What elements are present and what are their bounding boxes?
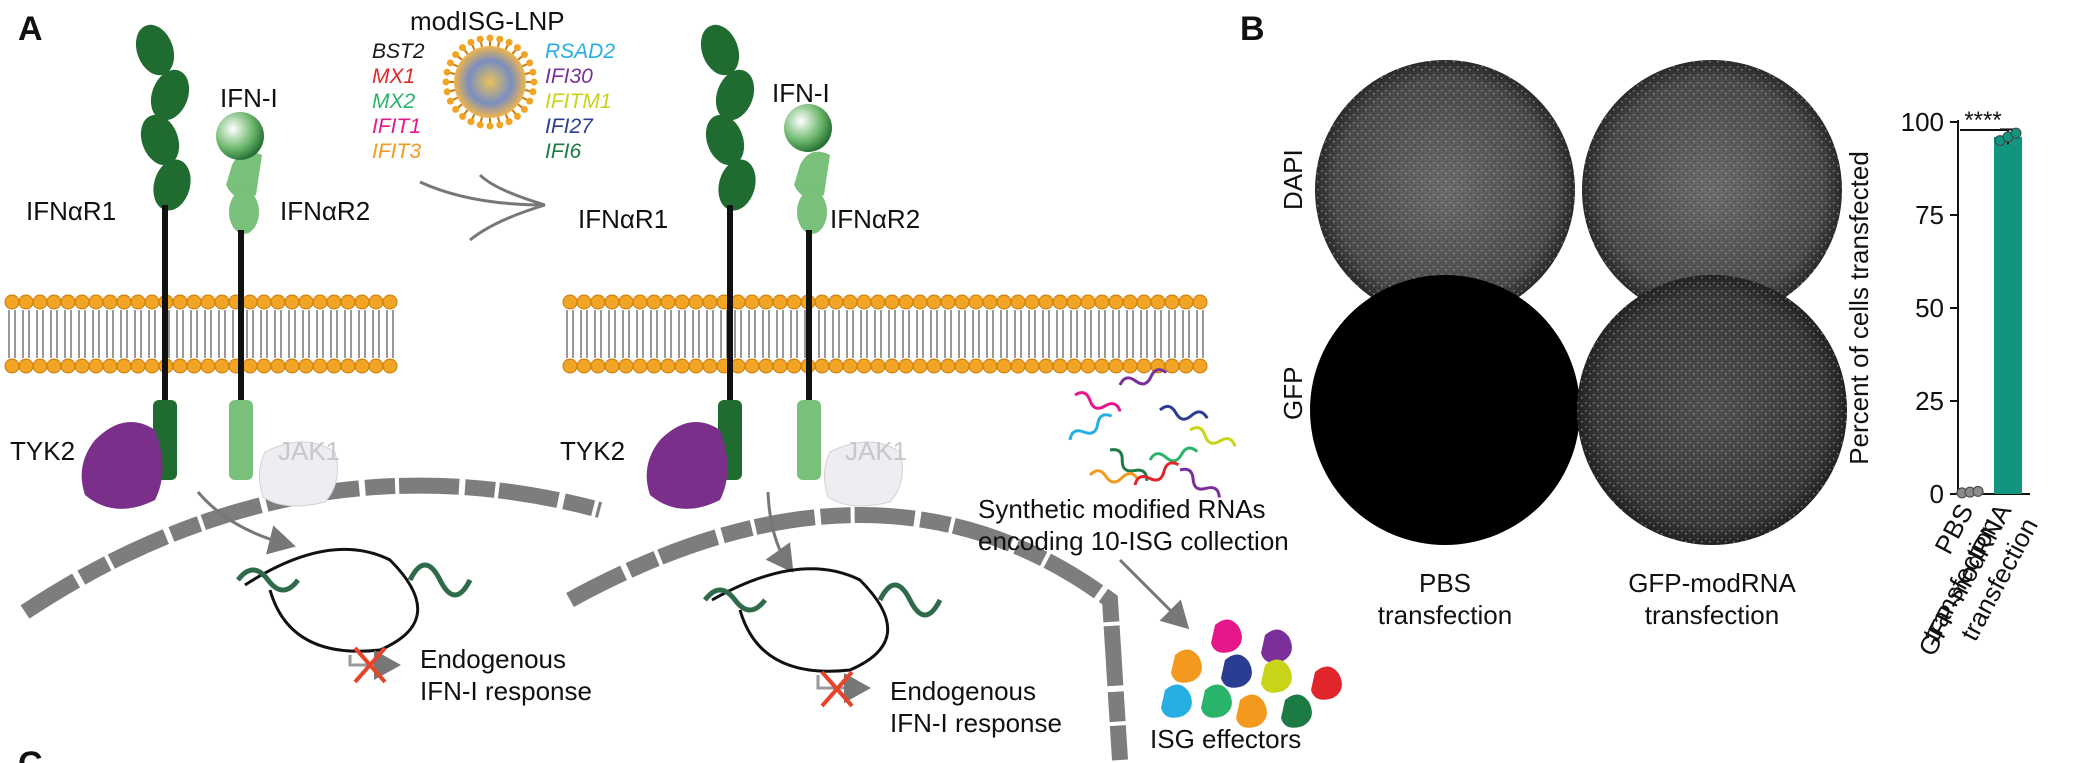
ifn-i-ligand-left xyxy=(216,112,264,160)
jak1-kinase-left xyxy=(259,441,338,507)
receptor-complex-left xyxy=(81,24,338,509)
y-tick-label: 100 xyxy=(1901,107,1944,137)
panel-a-letter: A xyxy=(18,10,43,48)
isg-name: MX2 xyxy=(372,90,416,113)
response-line2-right: IFN-I response xyxy=(890,708,1062,738)
isg-effectors-label: ISG effectors xyxy=(1150,724,1301,754)
tyk2-kinase-left xyxy=(81,422,163,509)
ifnar1-receptor-left xyxy=(135,24,191,480)
synthetic-line2: encoding 10-ISG collection xyxy=(978,526,1289,556)
row-label-gfp: GFP xyxy=(1278,367,1308,420)
significance-label: **** xyxy=(1964,107,2001,134)
membrane-right xyxy=(562,294,1208,374)
bars xyxy=(1956,127,2022,499)
isg-name: IFI6 xyxy=(545,140,581,163)
micrograph-gfp-pbs xyxy=(1310,275,1580,545)
tyk2-label-left: TYK2 xyxy=(10,436,75,466)
isg-name: IFIT1 xyxy=(372,115,421,138)
data-point xyxy=(1972,485,1984,497)
ifnar2-label-left: IFNαR2 xyxy=(280,196,370,226)
blocked-transcription-left xyxy=(348,646,401,684)
ifnar1-receptor-right xyxy=(700,24,756,480)
y-tick-label: 0 xyxy=(1930,479,1944,509)
y-axis-label: Percent of cells transfected xyxy=(1844,151,1874,465)
y-tick-label: 50 xyxy=(1915,293,1944,323)
nuclear-envelope-right xyxy=(566,507,1128,761)
isg-name: MX1 xyxy=(372,65,415,88)
receptor-complex-right xyxy=(646,24,903,509)
transfection-bar-chart: 0 25 50 75 100 PBStransfectionGFP-modRNAtran… xyxy=(1844,107,2044,661)
y-ticks: 0 25 50 75 100 xyxy=(1901,107,1958,509)
ifnar2-label-right: IFNαR2 xyxy=(830,204,920,234)
row-label-dapi: DAPI xyxy=(1278,149,1308,210)
signal-arrow-right xyxy=(765,491,794,573)
transition-arrow xyxy=(419,173,546,242)
jak1-label-right: JAK1 xyxy=(845,436,907,466)
bar xyxy=(1994,136,2022,494)
panel-a: A xyxy=(4,6,1342,763)
y-tick-label: 75 xyxy=(1915,200,1944,230)
data-point xyxy=(2010,127,2022,139)
isg-name: IFI30 xyxy=(545,65,593,88)
ifn-i-label-left: IFN-I xyxy=(220,83,278,113)
tyk2-kinase-right xyxy=(646,422,728,509)
blocked-transcription-right xyxy=(816,670,871,708)
isg-name: BST2 xyxy=(372,40,425,63)
response-line2-left: IFN-I response xyxy=(420,676,592,706)
modrna-strands-icon xyxy=(1068,368,1237,498)
micrograph-dapi-gfp-modrna xyxy=(1582,60,1842,320)
jak1-label-left: JAK1 xyxy=(278,436,340,466)
panel-c-letter: C xyxy=(18,745,43,763)
ifn-i-label-right: IFN-I xyxy=(772,78,830,108)
panel-b: B DAPI GFP PBS transfection GFP-modRNA t… xyxy=(1240,10,2044,661)
col-label-pbs-line2: transfection xyxy=(1378,600,1512,630)
ifnar1-label-left: IFNαR1 xyxy=(26,196,116,226)
panel-b-letter: B xyxy=(1240,10,1265,48)
micrograph-gfp-gfp-modrna xyxy=(1577,275,1847,545)
lnp-title: modISG-LNP xyxy=(410,6,565,36)
isg-name: IFI27 xyxy=(545,115,594,138)
signal-arrow-left xyxy=(196,491,296,555)
isg-name: IFITM1 xyxy=(545,90,612,113)
synthesis-arrow xyxy=(1118,558,1190,630)
isg-effectors-icon xyxy=(1161,619,1342,728)
tyk2-label-right: TYK2 xyxy=(560,436,625,466)
y-tick-label: 25 xyxy=(1915,386,1944,416)
dna-loop-right xyxy=(703,567,943,673)
isg-name: RSAD2 xyxy=(545,40,615,63)
ifnar1-label-right: IFNαR1 xyxy=(578,204,668,234)
response-line1-right: Endogenous xyxy=(890,676,1036,706)
ifnar2-receptor-left xyxy=(226,151,262,480)
isg-name: IFIT3 xyxy=(372,140,421,163)
dna-loop-left xyxy=(236,547,473,653)
response-line1-left: Endogenous xyxy=(420,644,566,674)
ifnar2-receptor-right xyxy=(794,151,830,480)
ifn-i-ligand-right xyxy=(784,104,832,152)
col-label-gfp-line2: transfection xyxy=(1645,600,1779,630)
membrane-left xyxy=(4,294,398,374)
lipid-nanoparticle-icon xyxy=(442,34,538,130)
synthetic-line1: Synthetic modified RNAs xyxy=(978,494,1266,524)
jak1-kinase-right xyxy=(824,441,903,507)
col-label-pbs-line1: PBS xyxy=(1419,568,1471,598)
micrograph-dapi-pbs xyxy=(1315,60,1575,320)
col-label-gfp-line1: GFP-modRNA xyxy=(1628,568,1796,598)
